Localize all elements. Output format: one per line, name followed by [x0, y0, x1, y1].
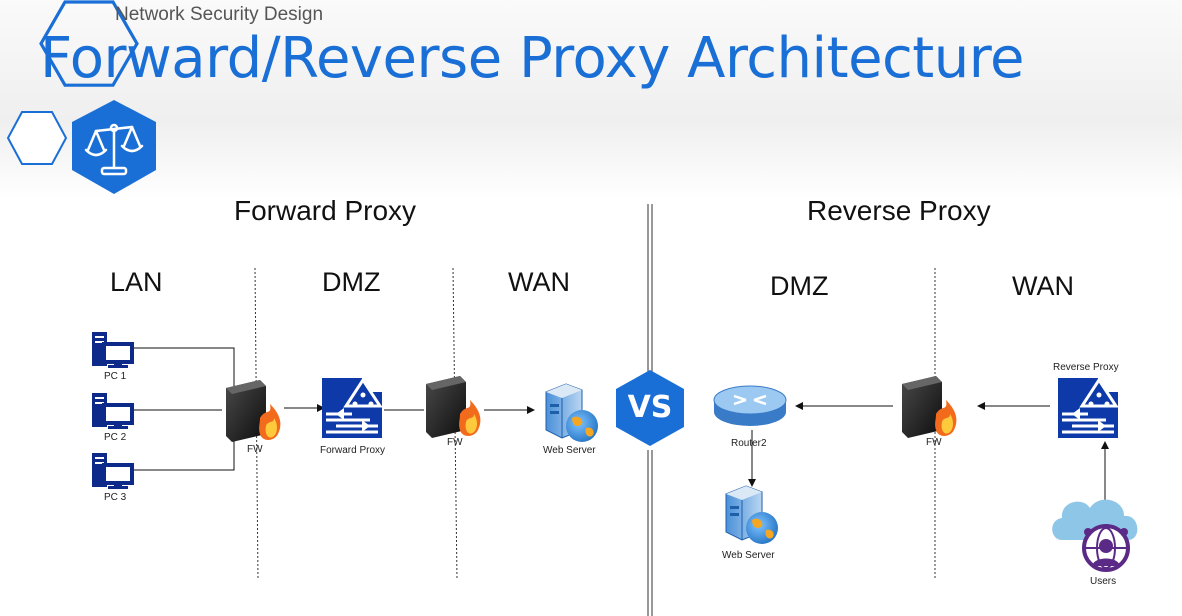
header-hexagon-large [39, 0, 139, 87]
users-cloud-icon [1052, 499, 1138, 572]
forward-proxy-icon [320, 376, 384, 440]
header-background [0, 0, 1182, 200]
reverse-proxy-icon [1056, 376, 1120, 440]
reverse-proxy-label: Reverse Proxy [1053, 362, 1119, 373]
zone-wan-label: WAN [508, 267, 570, 297]
firewall-1-label: FW [247, 444, 263, 455]
firewall-2-label: FW [447, 437, 463, 448]
center-divider [647, 204, 653, 616]
zone-dmz-label: DMZ [322, 267, 381, 297]
balance-scale-icon [84, 123, 144, 176]
kicker-text: Network Security Design [115, 4, 324, 25]
web-server-icon [545, 383, 599, 443]
firewall-1-icon [226, 380, 281, 442]
web-server-label: Web Server [543, 445, 596, 456]
web-server-reverse-icon [725, 485, 779, 545]
page-title: Forward/Reverse Proxy Architecture [40, 26, 1025, 91]
zone-dmz-reverse-label: DMZ [770, 271, 829, 301]
vs-hexagon [616, 370, 684, 446]
header-hexagon-small [6, 111, 68, 165]
router-label: Router2 [731, 438, 767, 449]
pc-1-icon [90, 330, 134, 370]
pc-3-icon [90, 451, 134, 491]
pc-3-label: PC 3 [104, 492, 127, 503]
firewall-reverse-icon [902, 376, 957, 438]
vs-label: VS [627, 390, 673, 425]
pc-2-icon [90, 391, 134, 431]
zone-lan-label: LAN [110, 267, 163, 297]
router-icon [713, 385, 787, 426]
pc-2-label: PC 2 [104, 432, 127, 443]
forward-proxy-heading: Forward Proxy [234, 195, 417, 226]
forward-proxy-label: Forward Proxy [320, 445, 386, 456]
pc-1-label: PC 1 [104, 371, 127, 382]
web-server-reverse-label: Web Server [722, 550, 775, 561]
firewall-2-icon [426, 376, 481, 438]
zone-wan-reverse-label: WAN [1012, 271, 1074, 301]
logo-hexagon [72, 100, 156, 194]
reverse-connections [748, 402, 1109, 500]
users-label: Users [1090, 576, 1117, 587]
reverse-proxy-heading: Reverse Proxy [807, 195, 991, 226]
firewall-reverse-label: FW [926, 437, 942, 448]
